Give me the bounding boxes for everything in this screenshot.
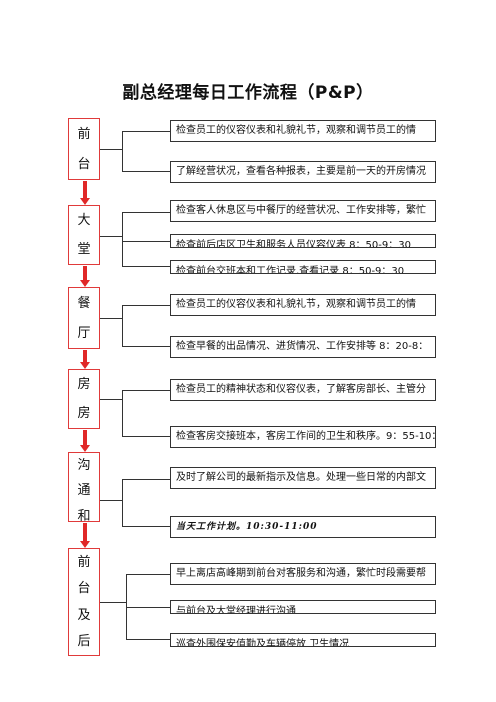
stage-front-desk: 前 台: [68, 118, 100, 180]
connector-line: [100, 236, 122, 237]
stage-housekeeping: 房 房: [68, 369, 100, 429]
connector-bracket: [122, 305, 170, 347]
task-box: 检查员工的仪容仪表和礼貌礼节，观察和调节员工的情: [170, 294, 436, 316]
stage-char: 后: [77, 634, 91, 650]
stage-char: 前: [77, 126, 91, 142]
stage-lobby: 大 堂: [68, 205, 100, 265]
task-box: 巡查外围保安值勤及车辆停放 卫生情况: [170, 633, 436, 647]
connector-line: [100, 399, 122, 400]
stage-front-and-back: 前 台 及 后: [68, 548, 100, 656]
task-box: 及时了解公司的最新指示及信息。处理一些日常的内部文: [170, 467, 436, 489]
stage-char: 房: [77, 377, 91, 392]
task-box: 早上离店高峰期到前台对客服务和沟通，繁忙时段需要帮: [170, 563, 436, 585]
stage-char: 厅: [77, 325, 91, 341]
stage-char: 大: [77, 213, 91, 228]
connector-line: [122, 241, 170, 242]
connector-line: [126, 607, 170, 608]
down-arrow-icon: [80, 350, 90, 369]
connector-line: [100, 500, 122, 501]
stage-char: 及: [77, 607, 91, 623]
stage-char: 餐: [77, 295, 91, 311]
connector-bracket: [122, 131, 170, 172]
connector-bracket: [122, 479, 170, 527]
connector-line: [100, 318, 122, 319]
connector-bracket: [122, 212, 170, 267]
task-box: 检查客人休息区与中餐厅的经营状况、工作安排等，繁忙: [170, 200, 436, 222]
connector-bracket: [122, 390, 170, 437]
stage-char: 台: [77, 156, 91, 172]
stage-restaurant: 餐 厅: [68, 287, 100, 349]
task-box: 检查客房交接班本，客房工作间的卫生和秩序。9：55-10：: [170, 426, 436, 448]
task-box: 当天工作计划。10:30-11:00: [170, 516, 436, 538]
stage-char: 通: [77, 483, 91, 499]
down-arrow-icon: [80, 523, 90, 548]
task-box: 检查前台交班本和工作记录,查看记录 8：50-9：30: [170, 260, 436, 274]
stage-char: 和: [77, 508, 91, 522]
task-box: 检查前后店区卫生和服务人员仪容仪表 8：50-9：30: [170, 234, 436, 248]
task-box: 检查早餐的出品情况、进货情况、工作安排等 8：20-8：: [170, 336, 436, 358]
connector-line: [100, 149, 122, 150]
task-box: 检查员工的仪容仪表和礼貌礼节，观察和调节员工的情: [170, 120, 436, 142]
task-box: 了解经营状况，查看各种报表，主要是前一天的开房情况: [170, 161, 436, 183]
task-box: 与前台及大堂经理进行沟通: [170, 600, 436, 614]
stage-char: 前: [77, 554, 91, 570]
down-arrow-icon: [80, 430, 90, 452]
stage-communication: 沟 通 和: [68, 452, 100, 522]
down-arrow-icon: [80, 266, 90, 287]
stage-char: 沟: [77, 458, 91, 474]
page-title: 副总经理每日工作流程（P&P）: [122, 83, 374, 103]
down-arrow-icon: [80, 181, 90, 205]
stage-char: 堂: [77, 242, 91, 257]
stage-char: 房: [77, 406, 91, 421]
stage-char: 台: [77, 581, 91, 597]
connector-line: [100, 602, 126, 603]
task-box: 检查员工的精神状态和仪容仪表，了解客房部长、主管分: [170, 379, 436, 401]
